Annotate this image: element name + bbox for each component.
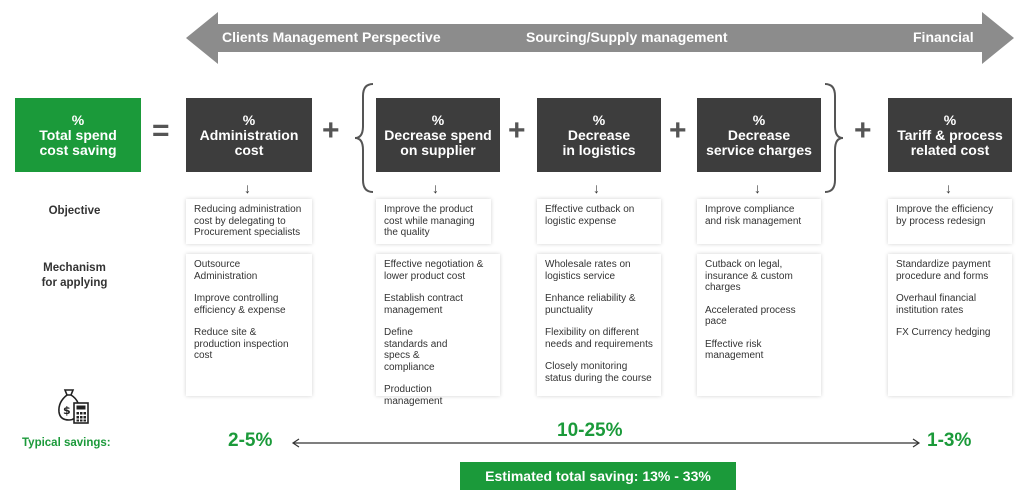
- mechanism-card-admin: Outsource Administration Improve control…: [186, 254, 312, 396]
- total-spend-line2: cost saving: [39, 141, 117, 158]
- admin-title2: cost: [234, 141, 264, 158]
- mechanism-card-service: Cutback on legal, insurance & custom cha…: [697, 254, 821, 396]
- supplier-title1: Decrease spend: [384, 126, 492, 143]
- objective-text: Improve compliance and risk management: [705, 204, 802, 227]
- objective-text: Improve the efficiency by process redesi…: [896, 204, 994, 227]
- mechanism-item: Cutback on legal, insurance & custom cha…: [705, 259, 793, 293]
- mechanism-item: Standardize payment procedure and forms: [896, 259, 991, 282]
- objective-text: Effective cutback on logistic expense: [545, 204, 635, 227]
- total-spend-line1: Total spend: [39, 126, 117, 143]
- mechanism-item: Improve controlling efficiency & expense: [194, 293, 286, 316]
- mechanism-item: Enhance reliability & punctuality: [545, 293, 636, 316]
- left-brace-icon: [354, 83, 374, 193]
- down-arrow-icon: ↓: [593, 180, 600, 196]
- plus-sign-1: +: [322, 114, 340, 147]
- admin-cost-box: % Administration cost: [186, 98, 312, 172]
- admin-pct: %: [242, 111, 256, 128]
- equals-sign: =: [152, 114, 170, 147]
- supplier-title2: on supplier: [400, 141, 476, 158]
- mechanism-item: Accelerated process pace: [705, 304, 796, 328]
- logistics-title1: Decrease: [567, 126, 631, 143]
- objective-card-tariff: Improve the efficiency by process redesi…: [888, 199, 1012, 244]
- double-arrow-icon: [186, 12, 1014, 64]
- mechanism-item: Define standards and specs & compliance: [384, 327, 448, 373]
- logistics-title2: in logistics: [562, 141, 636, 158]
- service-title2: service charges: [706, 141, 812, 158]
- mechanism-item: Outsource Administration: [194, 259, 258, 282]
- mechanism-item: Flexibility on different needs and requi…: [545, 327, 653, 350]
- plus-sign-4: +: [854, 114, 872, 147]
- mechanism-item: Overhaul financial institution rates: [896, 293, 977, 316]
- service-title1: Decrease: [727, 126, 791, 143]
- savings-range-arrow-icon: [291, 438, 921, 448]
- objective-card-service: Improve compliance and risk management: [697, 199, 821, 244]
- down-arrow-icon: ↓: [754, 180, 761, 196]
- service-charges-box: % Decrease service charges: [697, 98, 821, 172]
- mechanism-label-line2: for applying: [41, 277, 108, 289]
- down-arrow-icon: ↓: [432, 180, 439, 196]
- objective-text: Improve the product cost while managing …: [384, 204, 475, 238]
- supplier-pct: %: [431, 111, 445, 128]
- logistics-pct: %: [592, 111, 606, 128]
- mechanism-card-supplier: Effective negotiation & lower product co…: [376, 254, 500, 407]
- banner-label-clients: Clients Management Perspective: [222, 29, 441, 45]
- objective-text: Reducing administration cost by delegati…: [194, 204, 302, 238]
- mechanism-item: Effective risk management: [705, 338, 764, 362]
- savings-left: 2-5%: [228, 430, 273, 451]
- objective-card-logistics: Effective cutback on logistic expense: [537, 199, 661, 244]
- typical-savings-label: Typical savings:: [22, 437, 111, 449]
- down-arrow-icon: ↓: [945, 180, 952, 196]
- plus-sign-2: +: [508, 114, 526, 147]
- mechanism-item: Reduce site & production inspection cost: [194, 327, 289, 361]
- objective-card-admin: Reducing administration cost by delegati…: [186, 199, 312, 244]
- banner-label-financial: Financial: [913, 29, 974, 45]
- savings-middle: 10-25%: [557, 420, 623, 441]
- estimated-total-saving: Estimated total saving: 13% - 33%: [460, 462, 736, 490]
- mechanism-label: Mechanism for applying: [22, 261, 127, 291]
- admin-title1: Administration: [199, 126, 299, 143]
- svg-text:$: $: [63, 404, 71, 417]
- savings-right: 1-3%: [927, 430, 972, 451]
- mechanism-card-logistics: Wholesale rates on logistics service Enh…: [537, 254, 661, 396]
- total-spend-pct: %: [71, 111, 85, 128]
- down-arrow-icon: ↓: [244, 180, 251, 196]
- supplier-spend-box: % Decrease spend on supplier: [376, 98, 500, 172]
- tariff-pct: %: [943, 111, 957, 128]
- tariff-title1: Tariff & process: [897, 126, 1003, 143]
- perspective-banner: Clients Management Perspective Sourcing/…: [186, 12, 1014, 64]
- mechanism-item: Production management: [384, 384, 443, 407]
- plus-sign-3: +: [669, 114, 687, 147]
- mechanism-item: Closely monitoring status during the cou…: [545, 361, 652, 384]
- mechanism-item: Effective negotiation & lower product co…: [384, 259, 484, 282]
- money-bag-calculator-icon: $: [58, 389, 89, 424]
- mechanism-label-line1: Mechanism: [43, 262, 106, 274]
- mechanism-item: Wholesale rates on logistics service: [545, 259, 631, 282]
- objective-label: Objective: [48, 205, 101, 217]
- banner-label-sourcing: Sourcing/Supply management: [526, 29, 728, 45]
- tariff-title2: related cost: [910, 141, 990, 158]
- logistics-box: % Decrease in logistics: [537, 98, 661, 172]
- mechanism-card-tariff: Standardize payment procedure and forms …: [888, 254, 1012, 396]
- service-pct: %: [752, 111, 766, 128]
- mechanism-item: Establish contract management: [384, 293, 463, 316]
- tariff-box: % Tariff & process related cost: [888, 98, 1012, 172]
- total-spend-box: % Total spend cost saving: [15, 98, 141, 172]
- right-brace-icon: [824, 83, 844, 193]
- objective-card-supplier: Improve the product cost while managing …: [376, 199, 491, 244]
- mechanism-item: FX Currency hedging: [896, 327, 991, 338]
